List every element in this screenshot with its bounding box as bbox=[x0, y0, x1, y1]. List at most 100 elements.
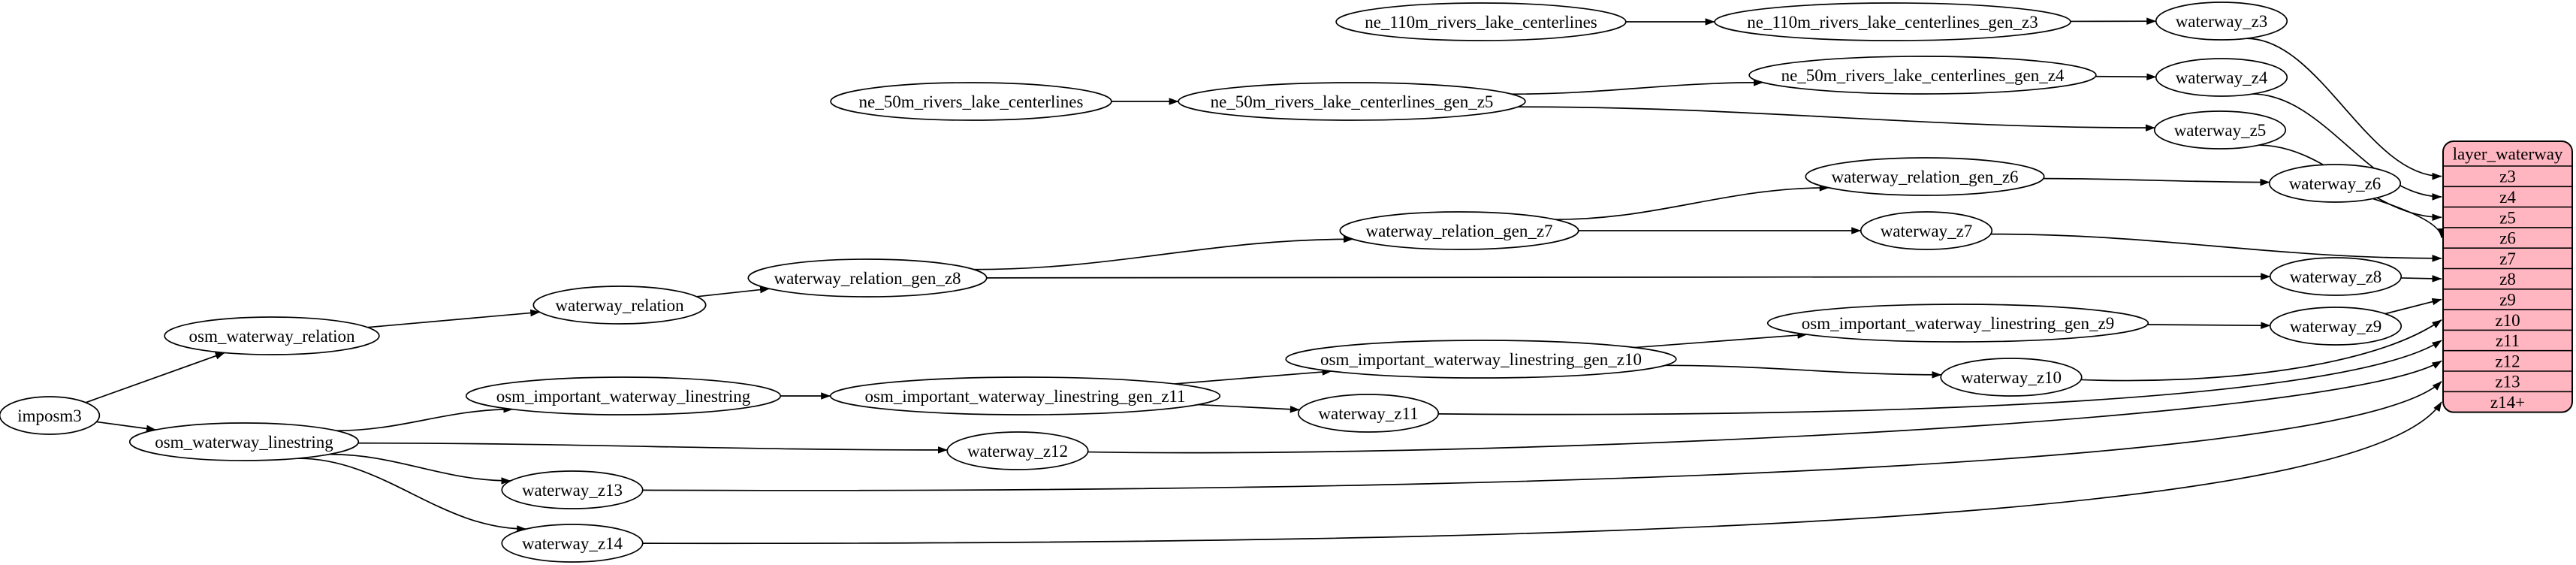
record-row-z4: z4 bbox=[2499, 188, 2516, 207]
edge-waterway_z11-to-layer_waterway-z11 bbox=[1438, 340, 2442, 415]
edge-waterway_relation_gen_z6-to-waterway_z6 bbox=[2043, 177, 2270, 186]
node-ne_50m_rivers_lake_centerlines: ne_50m_rivers_lake_centerlines bbox=[830, 82, 1112, 121]
node-waterway_z13: waterway_z13 bbox=[501, 470, 644, 509]
node-ne_50m_rivers_lake_centerlines_gen_z4: ne_50m_rivers_lake_centerlines_gen_z4 bbox=[1748, 56, 2097, 95]
edge-waterway_relation_gen_z7-to-waterway_relation_gen_z6 bbox=[1555, 184, 1829, 221]
node-waterway_z12: waterway_z12 bbox=[946, 431, 1089, 470]
waterway_z10-label: waterway_z10 bbox=[1961, 368, 2062, 387]
waterway_relation_gen_z7-label: waterway_relation_gen_z7 bbox=[1365, 222, 1552, 240]
waterway_relation_gen_z6-ellipse bbox=[1805, 157, 2045, 196]
record-layer: layer_waterwayz3z4z5z6z7z8z9z10z11z12z13… bbox=[2442, 140, 2573, 413]
ne_50m_rivers_lake_centerlines-ellipse bbox=[830, 82, 1112, 121]
node-ne_50m_rivers_lake_centerlines_gen_z5: ne_50m_rivers_lake_centerlines_gen_z5 bbox=[1178, 82, 1526, 121]
waterway_relation_gen_z7-ellipse bbox=[1339, 211, 1579, 250]
waterway_z8-ellipse bbox=[2269, 257, 2403, 296]
waterway_z10-ellipse bbox=[1940, 358, 2083, 397]
record-node-layer_waterway: layer_waterwayz3z4z5z6z7z8z9z10z11z12z13… bbox=[2442, 140, 2573, 413]
waterway_z9-label: waterway_z9 bbox=[2290, 317, 2382, 336]
waterway_z13-label: waterway_z13 bbox=[522, 481, 623, 500]
waterway_relation-ellipse bbox=[532, 286, 707, 325]
node-waterway_relation: waterway_relation bbox=[532, 286, 707, 325]
ne_50m_rivers_lake_centerlines_gen_z4-label: ne_50m_rivers_lake_centerlines_gen_z4 bbox=[1781, 66, 2065, 85]
osm_important_waterway_linestring_gen_z10-ellipse bbox=[1285, 340, 1677, 379]
waterway_z6-label: waterway_z6 bbox=[2289, 174, 2381, 193]
osm_important_waterway_linestring_gen_z11-label: osm_important_waterway_linestring_gen_z1… bbox=[864, 387, 1185, 406]
osm_important_waterway_linestring-ellipse bbox=[465, 376, 782, 415]
edge-osm_important_waterway_linestring_gen_z10-to-osm_important_waterway_linestring_gen_z9 bbox=[1634, 331, 1808, 349]
waterway_relation_gen_z8-ellipse bbox=[747, 258, 988, 298]
edge-waterway_z12-to-layer_waterway-z12 bbox=[1087, 360, 2442, 454]
waterway_z11-ellipse bbox=[1297, 394, 1440, 433]
waterway_z14-ellipse bbox=[501, 524, 644, 563]
waterway_relation_gen_z8-label: waterway_relation_gen_z8 bbox=[774, 269, 961, 288]
edge-waterway_relation_gen_z8-to-waterway_z8 bbox=[986, 273, 2271, 280]
record-title: layer_waterway bbox=[2453, 145, 2563, 164]
edge-ne_50m_rivers_lake_centerlines_gen_z5-to-waterway_z5 bbox=[1517, 106, 2155, 131]
edge-waterway_z14-to-layer_waterway-z14+ bbox=[642, 401, 2442, 545]
edge-waterway_z4-to-layer_waterway-z4 bbox=[2252, 93, 2442, 201]
edge-osm_waterway_linestring-to-waterway_z13 bbox=[329, 453, 511, 485]
waterway_z4-label: waterway_z4 bbox=[2176, 68, 2268, 87]
waterway_relation-label: waterway_relation bbox=[555, 296, 684, 315]
waterway_z7-ellipse bbox=[1860, 211, 1993, 250]
edge-waterway_relation_gen_z8-to-waterway_relation_gen_z7 bbox=[973, 235, 1353, 270]
waterway_z3-label: waterway_z3 bbox=[2176, 12, 2268, 31]
node-waterway_relation_gen_z8: waterway_relation_gen_z8 bbox=[747, 258, 988, 298]
edge-osm_waterway_linestring-to-waterway_z14 bbox=[297, 458, 527, 533]
imposm3-label: imposm3 bbox=[17, 406, 82, 425]
waterway_z5-label: waterway_z5 bbox=[2174, 121, 2267, 140]
edge-waterway_z8-to-layer_waterway-z8 bbox=[2400, 275, 2442, 282]
edge-osm_important_waterway_linestring_gen_z10-to-waterway_z10 bbox=[1664, 364, 1942, 379]
osm_waterway_relation-label: osm_waterway_relation bbox=[189, 327, 355, 346]
node-waterway_z6: waterway_z6 bbox=[2268, 164, 2402, 203]
waterway_relation_gen_z6-label: waterway_relation_gen_z6 bbox=[1831, 168, 2018, 186]
edge-waterway_z9-to-layer_waterway-z9 bbox=[2384, 298, 2442, 315]
osm_waterway_linestring-ellipse bbox=[128, 422, 360, 461]
imposm3-ellipse bbox=[0, 396, 101, 435]
edge-osm_waterway_relation-to-waterway_relation bbox=[367, 309, 541, 328]
record-row-z10: z10 bbox=[2495, 311, 2520, 330]
ne_110m_rivers_lake_centerlines-ellipse bbox=[1335, 2, 1627, 41]
nodes-layer: imposm3 osm_waterway_relation osm_waterway… bbox=[0, 2, 2403, 563]
osm_important_waterway_linestring_gen_z11-ellipse bbox=[829, 376, 1221, 415]
edge-waterway_z6-to-layer_waterway-z6 bbox=[2372, 198, 2445, 239]
node-osm_important_waterway_linestring_gen_z10: osm_important_waterway_linestring_gen_z1… bbox=[1285, 340, 1677, 379]
edge-osm_waterway_linestring-to-waterway_z12 bbox=[357, 442, 948, 454]
ne_50m_rivers_lake_centerlines_gen_z4-ellipse bbox=[1748, 56, 2097, 95]
edge-imposm3-to-osm_waterway_relation bbox=[85, 352, 225, 403]
ne_110m_rivers_lake_centerlines_gen_z3-label: ne_110m_rivers_lake_centerlines_gen_z3 bbox=[1747, 13, 2038, 32]
osm_important_waterway_linestring_gen_z9-ellipse bbox=[1766, 304, 2149, 343]
waterway_z9-ellipse bbox=[2269, 307, 2403, 346]
record-node-background bbox=[2442, 140, 2573, 413]
edge-waterway_z10-to-layer_waterway-z10 bbox=[2080, 319, 2442, 382]
waterway_z3-ellipse bbox=[2155, 2, 2288, 41]
waterway_z7-label: waterway_z7 bbox=[1881, 222, 1973, 240]
node-waterway_z4: waterway_z4 bbox=[2155, 58, 2288, 97]
waterway_z12-label: waterway_z12 bbox=[967, 442, 1068, 461]
edge-osm_waterway_linestring-to-osm_important_waterway_linestring bbox=[336, 405, 514, 432]
record-row-z6: z6 bbox=[2499, 229, 2516, 248]
ne_50m_rivers_lake_centerlines_gen_z5-label: ne_50m_rivers_lake_centerlines_gen_z5 bbox=[1211, 92, 1494, 111]
node-waterway_z3: waterway_z3 bbox=[2155, 2, 2288, 41]
node-waterway_z8: waterway_z8 bbox=[2269, 257, 2403, 296]
record-row-z12: z12 bbox=[2495, 352, 2520, 370]
waterway_z6-ellipse bbox=[2268, 164, 2402, 203]
node-waterway_z9: waterway_z9 bbox=[2269, 307, 2403, 346]
record-row-z11: z11 bbox=[2496, 331, 2520, 350]
node-imposm3: imposm3 bbox=[0, 396, 101, 435]
edge-waterway_z7-to-layer_waterway-z7 bbox=[1990, 233, 2442, 262]
node-osm_waterway_linestring: osm_waterway_linestring bbox=[128, 422, 360, 461]
record-row-z9: z9 bbox=[2499, 290, 2516, 309]
waterway_z12-ellipse bbox=[946, 431, 1089, 470]
node-osm_waterway_relation: osm_waterway_relation bbox=[164, 316, 380, 355]
node-waterway_z11: waterway_z11 bbox=[1297, 394, 1440, 433]
osm_important_waterway_linestring_gen_z9-label: osm_important_waterway_linestring_gen_z9 bbox=[1802, 314, 2114, 333]
edge-waterway_z3-to-layer_waterway-z3 bbox=[2246, 38, 2442, 180]
node-osm_important_waterway_linestring: osm_important_waterway_linestring bbox=[465, 376, 782, 415]
ne_50m_rivers_lake_centerlines-label: ne_50m_rivers_lake_centerlines bbox=[859, 92, 1084, 111]
node-ne_110m_rivers_lake_centerlines: ne_110m_rivers_lake_centerlines bbox=[1335, 2, 1627, 41]
node-waterway_relation_gen_z6: waterway_relation_gen_z6 bbox=[1805, 157, 2045, 196]
waterway_z11-label: waterway_z11 bbox=[1318, 404, 1418, 423]
